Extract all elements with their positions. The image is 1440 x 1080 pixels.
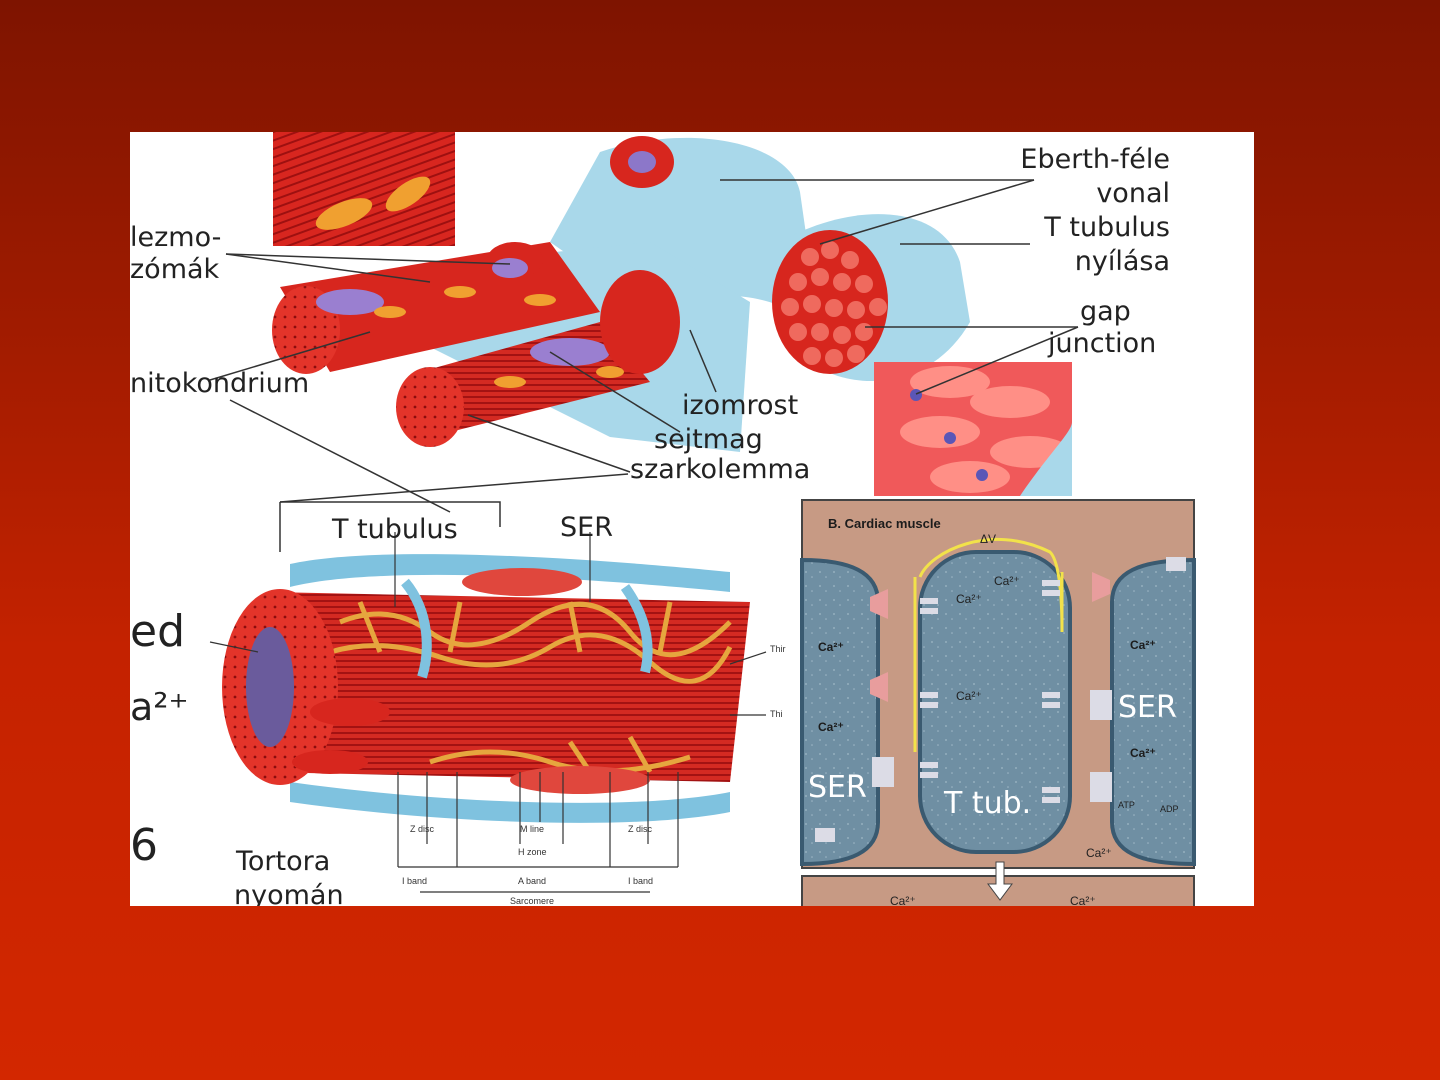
cardiac-t-tub: T tub. bbox=[944, 786, 1032, 821]
fragment-a2: a²⁺ bbox=[130, 685, 189, 729]
cardiac-ser-right: SER bbox=[1118, 690, 1177, 725]
cardiac-ca-5: Ca²⁺ bbox=[818, 720, 844, 734]
label-m-line: M line bbox=[520, 824, 545, 834]
leader-lines bbox=[209, 179, 1079, 513]
cardiac-ca-1: Ca²⁺ bbox=[994, 574, 1020, 588]
cardiac-ca-10: Ca²⁺ bbox=[1070, 894, 1096, 906]
label-sarcomere: Sarcomere bbox=[510, 896, 555, 906]
cardiac-delta-v: ΔV bbox=[980, 532, 997, 546]
label-dezmozomak-2: zómák bbox=[130, 254, 220, 285]
label-i-band-left: I band bbox=[402, 876, 428, 886]
label-szarkolemma: szarkolemma bbox=[630, 454, 811, 485]
cardiac-ca-4: Ca²⁺ bbox=[818, 640, 844, 654]
label-tortora-2: nyomán bbox=[234, 880, 344, 906]
cardiac-fibers-illustration bbox=[272, 136, 970, 452]
label-izomrost: izomrost bbox=[682, 390, 799, 421]
label-t-tubulus: T tubulus bbox=[332, 514, 458, 545]
diagram-figure: lezmo- zómák nitokondrium Eberth-féle vo… bbox=[130, 132, 1254, 906]
label-i-band-right: I band bbox=[628, 876, 654, 886]
label-thick: Thi bbox=[770, 709, 783, 719]
cardiac-ser-left: SER bbox=[808, 770, 867, 805]
cardiac-ca-7: Ca²⁺ bbox=[1130, 746, 1156, 760]
striated-inset bbox=[273, 132, 455, 246]
cardiac-muscle-panel bbox=[800, 499, 1196, 906]
label-dezmozomak-1: lezmo- bbox=[130, 222, 222, 253]
cardiac-ca-8: Ca²⁺ bbox=[1086, 846, 1112, 860]
fragment-ed: ed bbox=[130, 606, 185, 657]
label-mitokondrium: nitokondrium bbox=[130, 368, 310, 399]
diagram-artwork bbox=[209, 132, 1196, 906]
cardiac-ca-6: Ca²⁺ bbox=[1130, 638, 1156, 652]
label-ttubulus-open-1: T tubulus bbox=[1044, 212, 1170, 243]
label-a-band: A band bbox=[518, 876, 547, 886]
label-h-zone: H zone bbox=[518, 847, 547, 857]
cardiac-adp: ADP bbox=[1160, 804, 1179, 814]
cardiac-ca-3: Ca²⁺ bbox=[956, 689, 982, 703]
cardiac-title: B. Cardiac muscle bbox=[828, 516, 941, 531]
fragment-six: 6 bbox=[130, 820, 158, 871]
label-z-disc-right: Z disc bbox=[628, 824, 653, 834]
cardiac-atp: ATP bbox=[1118, 800, 1135, 810]
label-ser: SER bbox=[560, 512, 613, 543]
label-junction: junction bbox=[1048, 328, 1157, 359]
label-thin: Thir bbox=[770, 644, 786, 654]
label-eberth-1: Eberth-féle bbox=[1020, 144, 1170, 175]
label-gap: gap bbox=[1080, 296, 1131, 327]
sarcomere-illustration bbox=[209, 501, 767, 893]
cardiac-ca-2: Ca²⁺ bbox=[956, 592, 982, 606]
label-z-disc-left: Z disc bbox=[410, 824, 435, 834]
gap-junction-inset bbox=[874, 362, 1072, 496]
label-sejtmag: sejtmag bbox=[654, 424, 763, 455]
label-tortora-1: Tortora bbox=[236, 846, 331, 877]
label-ttubulus-open-2: nyílása bbox=[1074, 246, 1170, 277]
cardiac-ca-9: Ca²⁺ bbox=[890, 894, 916, 906]
label-eberth-2: vonal bbox=[1096, 178, 1170, 209]
